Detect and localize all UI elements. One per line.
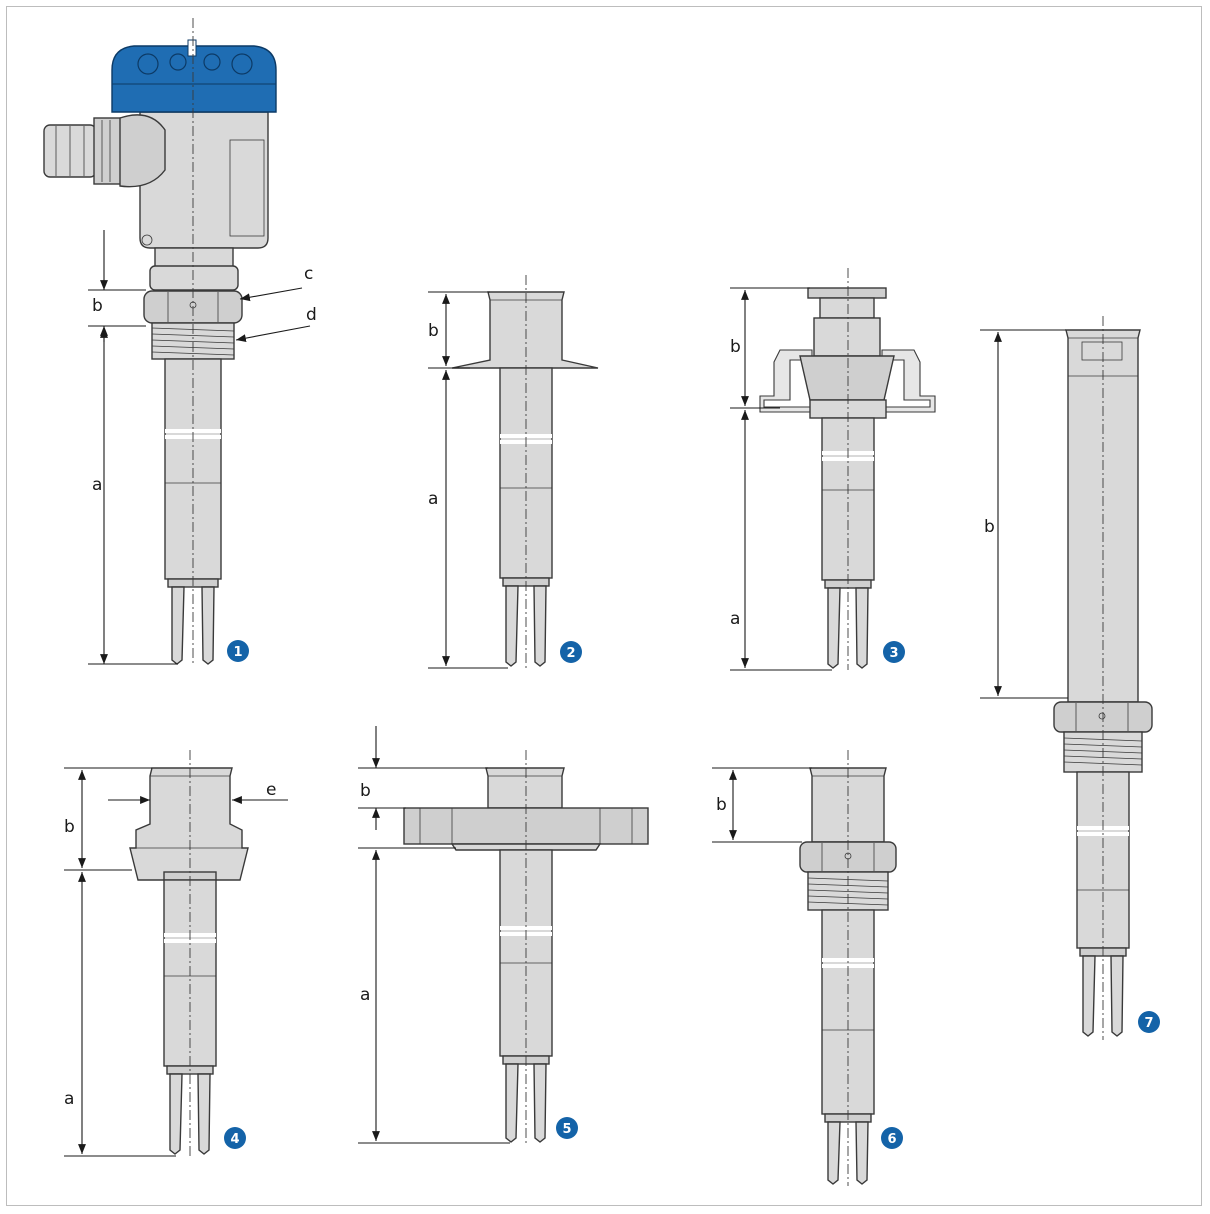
variant-badge-7 <box>1138 1011 1160 1033</box>
variant-5-drawing: b a 5 <box>358 726 649 1144</box>
callout-label-c: c <box>304 264 313 284</box>
dim-label-b: b <box>716 795 727 815</box>
variant-3-drawing: b a 3 <box>730 268 936 671</box>
dim-label-a: a <box>64 1089 74 1109</box>
dim-label-b: b <box>64 817 75 837</box>
variant-number-4: 4 <box>230 1132 239 1147</box>
variant-7-drawing: b 7 <box>980 316 1160 1040</box>
variant-4-drawing: b a e 4 <box>64 750 288 1157</box>
dim-label-b: b <box>428 321 439 341</box>
dim-label-b: b <box>92 296 103 316</box>
variant-badge-3 <box>883 641 905 663</box>
dim-label-b: b <box>984 517 995 537</box>
variant-number-3: 3 <box>889 646 898 661</box>
callout-label-d: d <box>306 305 317 325</box>
drawing-frame <box>6 6 1202 1206</box>
variant-2-drawing: b a 2 <box>428 275 599 669</box>
variant-number-2: 2 <box>566 646 575 661</box>
variant-badge-6 <box>881 1127 903 1149</box>
dim-label-a: a <box>428 489 438 509</box>
dim-label-a: a <box>360 985 370 1005</box>
variant-number-6: 6 <box>887 1132 896 1147</box>
housing-cap <box>111 39 277 113</box>
variant-number-7: 7 <box>1144 1016 1153 1031</box>
variant-badge-4 <box>224 1127 246 1149</box>
cable-gland <box>43 117 125 185</box>
variant-1-drawing: b a c d 1 <box>43 18 317 665</box>
dim-label-a: a <box>92 475 102 495</box>
dim-label-b: b <box>730 337 741 357</box>
variant-number-5: 5 <box>562 1122 571 1137</box>
dim-label-b: b <box>360 781 371 801</box>
dim-label-a: a <box>730 609 740 629</box>
variant-6-drawing: b 6 <box>712 750 903 1186</box>
dim-label-e: e <box>266 780 276 800</box>
variant-badge-2 <box>560 641 582 663</box>
variant-badge-1 <box>227 640 249 662</box>
variant-badge-5 <box>556 1117 578 1139</box>
variant-number-1: 1 <box>233 645 242 660</box>
